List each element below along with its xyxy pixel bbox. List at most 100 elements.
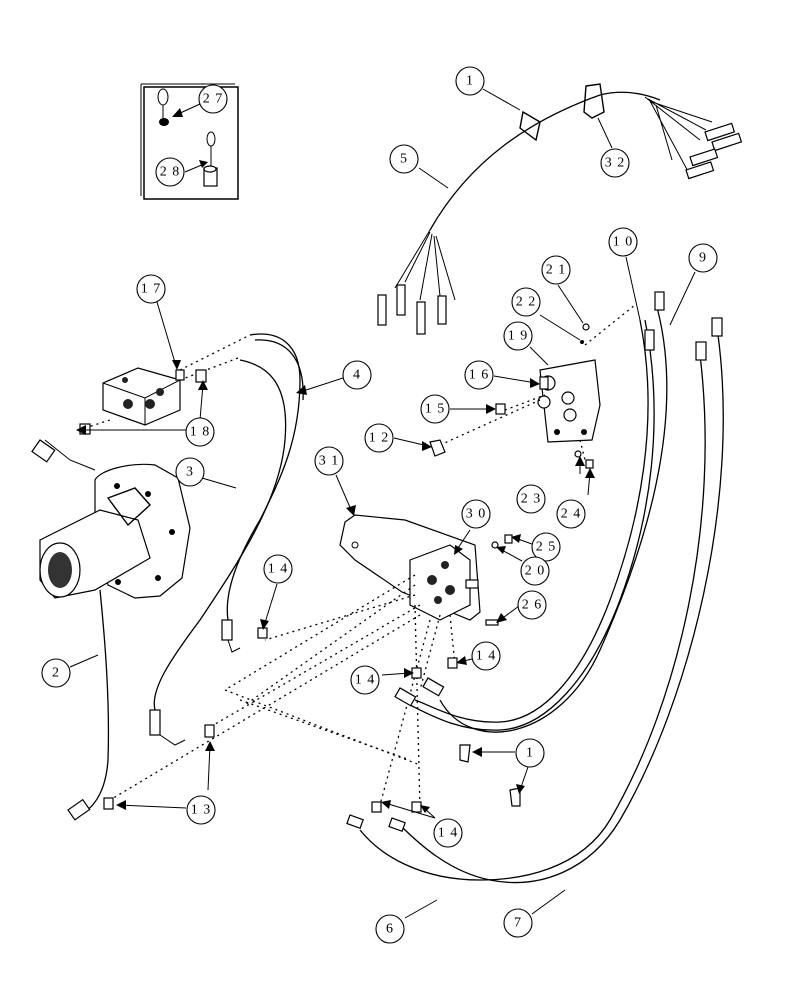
svg-text:3 1: 3 1 [319, 454, 340, 469]
bolt-26 [485, 619, 499, 626]
svg-text:9: 9 [699, 251, 707, 266]
svg-text:1 5: 1 5 [425, 402, 446, 417]
callout-13: 1 3 [186, 795, 216, 825]
harness-connectors-right [685, 122, 743, 180]
callout-14-b: 1 4 [471, 641, 501, 671]
fitting-14b [447, 657, 458, 669]
callout-26: 2 6 [517, 590, 547, 620]
control-valve-30 [409, 544, 479, 621]
dust-cap-27 [157, 88, 169, 126]
callout-32: 3 2 [600, 148, 630, 178]
svg-text:1 8: 1 8 [190, 425, 211, 440]
svg-text:1 4: 1 4 [268, 562, 289, 577]
callout-9: 9 [688, 243, 718, 273]
hose-2 [67, 589, 110, 821]
svg-text:1 9: 1 9 [508, 329, 529, 344]
hose-end-c [346, 814, 364, 830]
svg-text:1: 1 [526, 746, 534, 761]
svg-text:2 8: 2 8 [160, 165, 181, 180]
fitting-14d [371, 801, 382, 813]
callout-21: 2 1 [541, 255, 571, 285]
dust-plug-28 [203, 131, 218, 187]
hose-4 [221, 333, 304, 653]
callout-10: 1 0 [608, 227, 638, 257]
callout-18: 1 8 [185, 417, 215, 447]
callout-15: 1 5 [420, 394, 450, 424]
svg-text:2 4: 2 4 [561, 507, 582, 522]
svg-text:1 4: 1 4 [476, 649, 497, 664]
hose-6 [359, 341, 707, 881]
fitting-14a [257, 627, 268, 639]
hose-7 [399, 317, 724, 884]
callout-14-c: 1 4 [350, 665, 380, 695]
inset-detail-box [140, 83, 239, 200]
callout-6: 6 [375, 914, 405, 944]
elbow-12 [429, 439, 446, 457]
svg-text:1 4: 1 4 [438, 826, 459, 841]
svg-text:1 2: 1 2 [369, 431, 390, 446]
hose-end-b [422, 677, 445, 697]
svg-text:2 1: 2 1 [546, 263, 567, 278]
callout-7: 7 [503, 908, 533, 938]
callout-20: 2 0 [520, 556, 550, 586]
callout-2: 2 [41, 658, 71, 688]
fitting-17 [175, 369, 185, 381]
callout-5: 5 [389, 144, 419, 174]
motor-housing [31, 439, 191, 599]
svg-text:5: 5 [400, 152, 408, 167]
callout-23: 2 3 [516, 484, 546, 514]
bracket-19 [537, 359, 601, 443]
svg-text:2 3: 2 3 [521, 492, 542, 507]
nut-25 [504, 534, 513, 544]
svg-text:2 0: 2 0 [525, 564, 546, 579]
callout-balloons: 1 3 2 5 2 7 2 8 1 0 9 2 1 2 2 1 9 1 6 1 … [41, 66, 718, 944]
wire-harness-5 [377, 83, 743, 335]
fitting-18a [195, 369, 207, 383]
label-1a [459, 744, 471, 763]
fitting-15 [495, 403, 506, 415]
svg-text:1: 1 [466, 74, 474, 89]
small-fittings [79, 323, 594, 833]
callout-1-bottom: 1 [515, 738, 545, 768]
svg-text:6: 6 [386, 922, 394, 937]
svg-text:3 2: 3 2 [605, 156, 626, 171]
svg-text:2 7: 2 7 [203, 92, 224, 107]
washer-22 [580, 340, 584, 344]
callout-24: 2 4 [556, 499, 586, 529]
hose-3 [149, 359, 287, 746]
svg-text:2 5: 2 5 [536, 540, 557, 555]
hose-end-d [388, 817, 406, 833]
svg-text:1 0: 1 0 [613, 235, 634, 250]
callout-16: 1 6 [464, 360, 494, 390]
dotted-connection-lines [84, 304, 636, 811]
callout-1-top: 1 [455, 66, 485, 96]
harness-cap-32 [583, 83, 605, 119]
fitting-14e [411, 801, 422, 813]
label-1b [509, 787, 521, 807]
callout-17: 1 7 [136, 274, 166, 304]
callout-22: 2 2 [511, 287, 541, 317]
fitting-16 [539, 376, 549, 390]
callout-19: 1 9 [503, 321, 533, 351]
svg-text:2: 2 [52, 666, 60, 681]
callout-12: 1 2 [364, 423, 394, 453]
svg-text:1 4: 1 4 [355, 673, 376, 688]
washer-20 [491, 541, 499, 549]
fitting-13b [103, 797, 114, 810]
svg-text:3: 3 [186, 465, 194, 480]
callout-30: 3 0 [461, 499, 491, 529]
hose-10 [409, 319, 655, 731]
callout-27: 2 7 [198, 84, 228, 114]
svg-text:4: 4 [353, 368, 361, 383]
harness-connectors-left [377, 284, 447, 335]
callout-4: 4 [342, 360, 372, 390]
svg-text:7: 7 [514, 916, 522, 931]
svg-text:2 6: 2 6 [522, 598, 543, 613]
callout-3: 3 [175, 457, 205, 487]
nut-24 [585, 459, 594, 469]
svg-text:2 2: 2 2 [516, 295, 537, 310]
svg-text:1 7: 1 7 [141, 282, 162, 297]
svg-text:1 3: 1 3 [191, 803, 212, 818]
callout-25: 2 5 [531, 532, 561, 562]
